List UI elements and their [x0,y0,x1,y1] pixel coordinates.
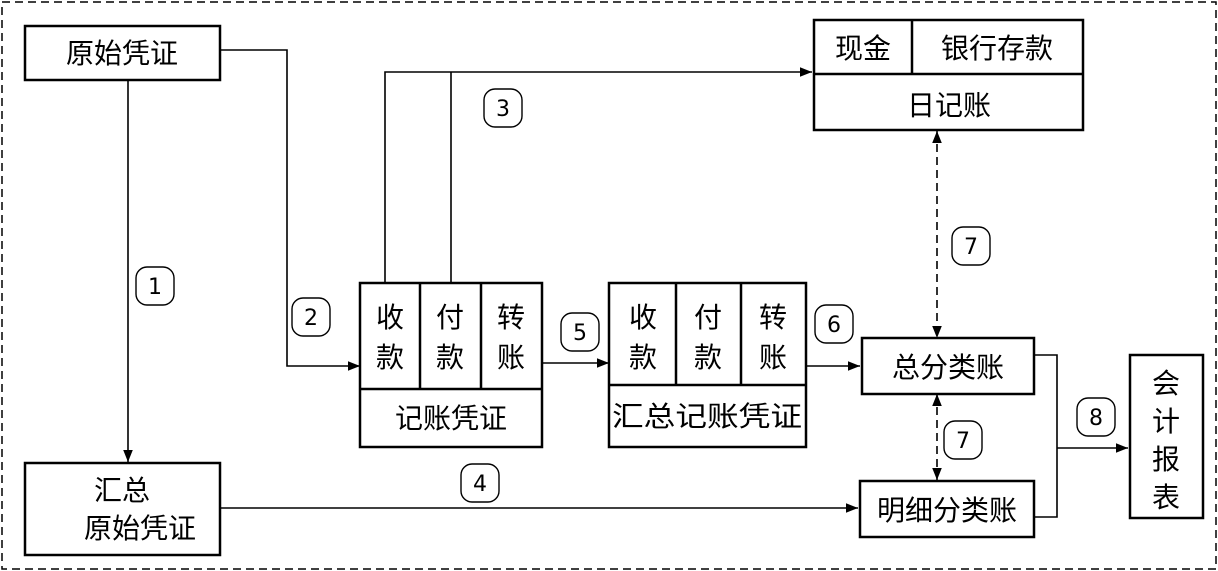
step-marker-2: 2 [291,297,331,337]
voucher-col-transfer-2: 账 [497,341,525,374]
voucher-col-receipt-1: 收 [376,301,404,334]
general-ledger-label: 总分类账 [892,351,1004,384]
report-char-4: 表 [1152,481,1180,514]
voucher-col-transfer-1: 转 [497,301,525,334]
arrow-8-general [1034,354,1058,448]
step-marker-6: 6 [814,304,854,344]
summary-original-voucher-box [23,461,222,557]
summary-voucher-col-transfer-2: 账 [759,341,787,374]
arrow-8-detail [1034,448,1058,518]
step-marker-5: 5 [560,312,600,352]
arrow-3-a [384,67,812,283]
svg-text:7: 7 [956,429,970,454]
report-char-2: 计 [1152,405,1180,438]
summary-voucher-col-transfer-1: 转 [759,301,787,334]
svg-text:7: 7 [964,235,978,260]
general-ledger-box [860,336,1036,396]
voucher-col-payment-1: 付 [436,301,464,334]
original-voucher-box [23,24,222,82]
svg-text:4: 4 [473,472,487,497]
report-char-1: 会 [1152,367,1180,400]
summary-voucher-box: 收 款 付 款 转 账 汇总记账凭证 [607,281,808,449]
detail-ledger-label: 明细分类账 [877,494,1017,527]
svg-text:5: 5 [573,321,587,346]
step-marker-4: 4 [460,463,500,503]
report-char-3: 报 [1152,443,1180,476]
summary-original-voucher-label-1: 汇总 [94,474,150,507]
step-marker-3: 3 [483,88,523,128]
svg-text:8: 8 [1089,406,1103,431]
summary-voucher-col-receipt-2: 款 [629,341,657,374]
original-voucher-label: 原始凭证 [66,37,178,70]
svg-text:6: 6 [827,313,841,338]
voucher-title: 记账凭证 [395,402,507,435]
journal-title: 日记账 [907,89,991,122]
step-marker-1: 1 [135,266,175,306]
summary-original-voucher-label-2: 原始凭证 [84,512,196,545]
detail-ledger-box [858,479,1036,539]
step-marker-7-detail: 7 [943,420,983,460]
voucher-col-receipt-2: 款 [376,341,404,374]
step-marker-7-journal: 7 [951,226,991,266]
report-box [1128,353,1205,520]
summary-voucher-col-payment-2: 款 [694,341,722,374]
svg-text:3: 3 [496,97,510,122]
summary-voucher-col-payment-1: 付 [694,301,722,334]
voucher-col-payment-2: 款 [436,341,464,374]
journal-cash-label: 现金 [835,32,891,65]
svg-text:2: 2 [304,306,318,331]
arrow-2 [220,49,360,371]
voucher-box: 收 款 付 款 转 账 记账凭证 [358,281,544,449]
svg-text:1: 1 [148,275,162,300]
step-marker-8: 8 [1076,397,1116,437]
summary-voucher-col-receipt-1: 收 [629,301,657,334]
journal-bank-label: 银行存款 [941,32,1053,65]
journal-box: 现金 银行存款 日记账 [812,18,1085,132]
summary-voucher-title: 汇总记账凭证 [612,400,802,433]
